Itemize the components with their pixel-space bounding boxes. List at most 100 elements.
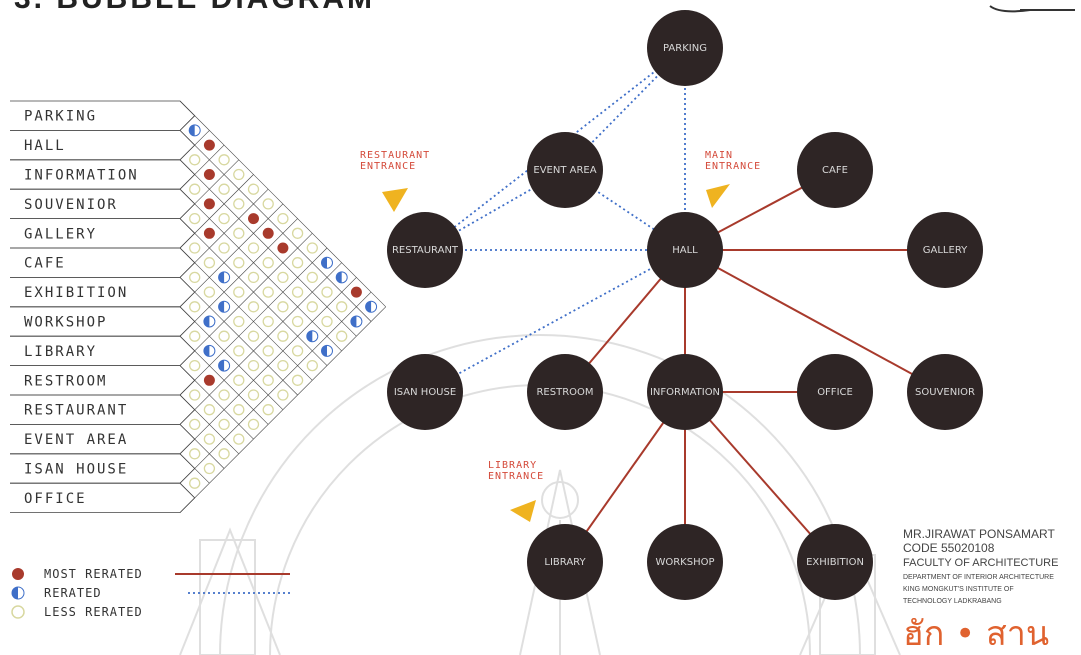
matrix-gridline: [179, 159, 240, 219]
matrix-mark-weak: [336, 330, 348, 342]
node-label: WORKSHOP: [655, 557, 714, 568]
matrix-mark-medium: [218, 271, 231, 284]
matrix-row-label: EVENT AREA: [24, 432, 128, 448]
node-souvenior: SOUVENIOR: [907, 354, 983, 430]
node-circle: [527, 132, 603, 208]
matrix-mark-strong: [203, 227, 215, 239]
matrix-row-label: RESTAURANT: [24, 403, 128, 419]
matrix-mark-weak: [203, 433, 216, 445]
matrix-mark-medium: [335, 271, 348, 284]
matrix-mark-weak: [189, 389, 201, 401]
node-restroom: RESTROOM: [527, 354, 603, 430]
node-hall: HALL: [647, 212, 723, 288]
node-cafe: CAFE: [797, 132, 873, 208]
matrix-gridline: [179, 233, 313, 366]
node-label: CAFE: [822, 165, 848, 176]
matrix-mark-medium: [203, 344, 216, 357]
matrix-mark-weak: [306, 359, 318, 372]
matrix-gridline: [179, 188, 342, 352]
matrix-row-label: RESTROOM: [24, 373, 107, 389]
matrix-mark-medium: [218, 300, 231, 313]
matrix-mark-medium: [350, 315, 363, 328]
matrix-mark-medium: [321, 256, 333, 269]
matrix-row-label: HALL: [24, 138, 66, 154]
entrance-label: LIBRARY: [488, 460, 537, 471]
legend-label: RERATED: [44, 586, 102, 600]
matrix-mark-weak: [321, 315, 333, 328]
node-label: EXHIBITION: [806, 557, 864, 568]
matrix-mark-medium: [188, 124, 201, 137]
node-event: EVENT AREA: [527, 132, 603, 208]
matrix-gridline: [179, 130, 210, 161]
node-gallery: GALLERY: [907, 212, 983, 288]
matrix-mark-weak: [277, 389, 289, 401]
matrix-mark-weak: [247, 359, 260, 372]
matrix-row-label: SOUVENIOR: [24, 197, 118, 213]
node-parking: PARKING: [647, 10, 723, 86]
matrix-mark-medium: [218, 359, 231, 372]
matrix-mark-weak: [233, 404, 245, 416]
matrix-mark-weak: [247, 330, 260, 342]
institute-line-1: KING MONGKUT'S INSTITUTE OF: [903, 586, 1014, 593]
node-isan: ISAN HOUSE: [387, 354, 463, 430]
author-name: MR.JIRAWAT PONSAMART: [903, 527, 1055, 541]
matrix-mark-weak: [233, 374, 245, 386]
matrix-row-label: INFORMATION: [24, 168, 139, 184]
matrix-mark-weak: [277, 212, 289, 225]
matrix-mark-medium: [203, 315, 216, 328]
matrix-mark-weak: [247, 183, 260, 195]
matrix-mark-weak: [218, 418, 230, 431]
matrix-mark-weak: [218, 154, 230, 166]
matrix-gridline: [179, 365, 254, 440]
legend-swatch: [12, 568, 24, 580]
node-circle: [797, 132, 873, 208]
legend-item-weak: LESS RERATED: [11, 605, 142, 619]
matrix-mark-weak: [291, 345, 304, 357]
node-circle: [797, 524, 873, 600]
node-circle: [387, 354, 463, 430]
matrix-gridline: [179, 174, 254, 249]
matrix-mark-strong: [203, 169, 215, 180]
node-label: HALL: [672, 245, 698, 256]
matrix-mark-weak: [189, 448, 201, 460]
matrix-mark-weak: [247, 389, 260, 401]
matrix-row: WORKSHOP: [10, 306, 196, 337]
matrix-mark-weak: [189, 418, 201, 431]
matrix-mark-weak: [291, 315, 304, 328]
credits-block: MR.JIRAWAT PONSAMART CODE 55020108 FACUL…: [903, 527, 1058, 654]
entrance-label: MAIN: [705, 150, 733, 161]
matrix-row: PARKING: [10, 100, 196, 131]
node-library: LIBRARY: [527, 524, 603, 600]
node-circle: [527, 354, 603, 430]
matrix-row-label: GALLERY: [24, 226, 97, 242]
entrance-label: RESTAURANT: [360, 150, 430, 161]
matrix-gridline: [179, 306, 284, 410]
matrix-mark-weak: [218, 389, 230, 401]
matrix-gridline: [179, 482, 195, 499]
matrix-mark-weak: [262, 315, 274, 328]
matrix-mark-weak: [336, 301, 348, 313]
matrix-gridline: [179, 144, 225, 190]
matrix-mark-weak: [262, 257, 274, 269]
node-label: LIBRARY: [544, 557, 586, 568]
matrix-mark-weak: [321, 286, 333, 298]
matrix-row-label: EXHIBITION: [24, 285, 128, 301]
legend-item-medium: RERATED: [11, 586, 290, 600]
matrix-gridline: [179, 247, 313, 381]
node-label: GALLERY: [923, 245, 968, 256]
matrix-mark-weak: [189, 154, 201, 166]
matrix-gridline: [179, 262, 342, 425]
matrix-gridline: [179, 130, 372, 322]
matrix-mark-weak: [277, 359, 289, 372]
entrance-markers: RESTAURANTENTRANCEMAINENTRANCELIBRARYENT…: [360, 150, 760, 522]
matrix-mark-weak: [306, 271, 318, 284]
matrix-grid: [179, 100, 387, 513]
matrix-mark-weak: [262, 404, 274, 416]
entrance-arrow-icon: [382, 188, 408, 212]
node-circle: [527, 524, 603, 600]
matrix-mark-weak: [203, 286, 216, 298]
matrix-mark-strong: [262, 227, 274, 239]
matrix-mark-weak: [277, 271, 289, 284]
matrix-row: SOUVENIOR: [10, 188, 196, 219]
